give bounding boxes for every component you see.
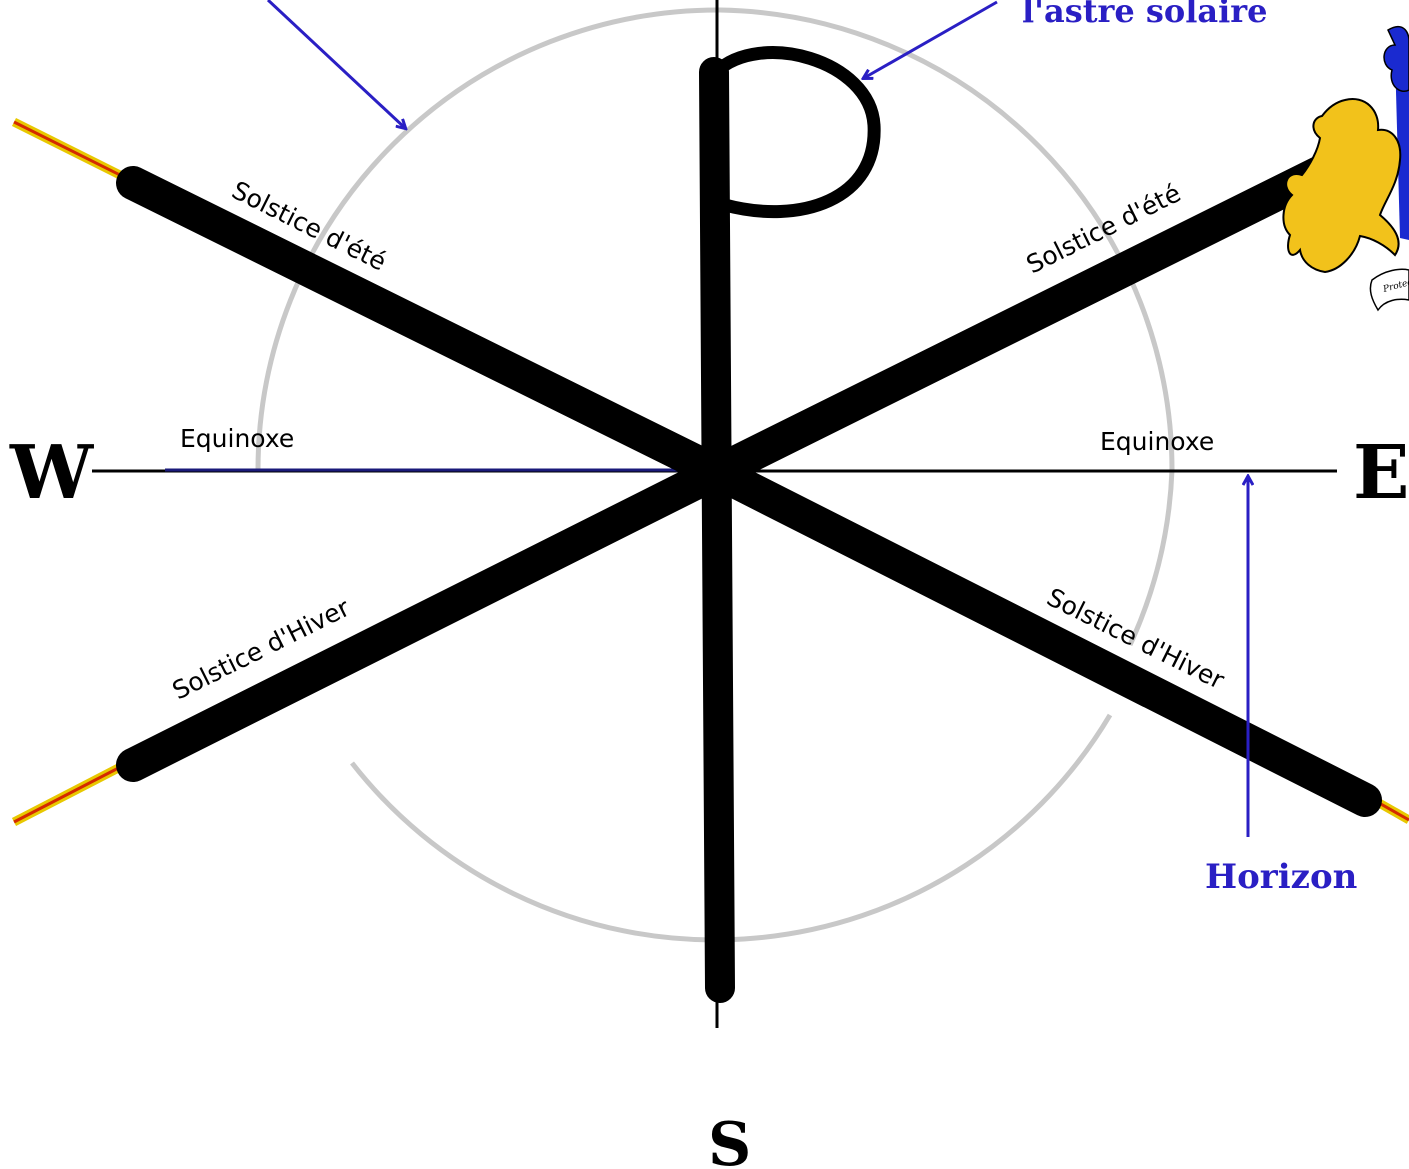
equinoxe-west-label: Equinoxe <box>180 424 294 453</box>
rho-vertical-stroke <box>714 72 720 988</box>
sun-path-arrow <box>268 0 405 128</box>
rho-loop <box>716 53 874 212</box>
astre-solaire-annotation: l'astre solaire <box>1022 0 1267 30</box>
crest-icon <box>1384 27 1409 92</box>
south-label: S <box>708 1110 751 1169</box>
equinoxe-east-label: Equinoxe <box>1100 427 1214 456</box>
horizon-annotation: Horizon <box>1205 857 1357 897</box>
chi-rho-symbol <box>133 53 1365 988</box>
west-label: W <box>9 430 94 516</box>
east-label: E <box>1353 430 1409 516</box>
solstice-hiver-east-ray <box>717 472 1365 800</box>
horse-icon <box>1283 99 1400 272</box>
solstice-hiver-west-ray <box>133 472 717 765</box>
